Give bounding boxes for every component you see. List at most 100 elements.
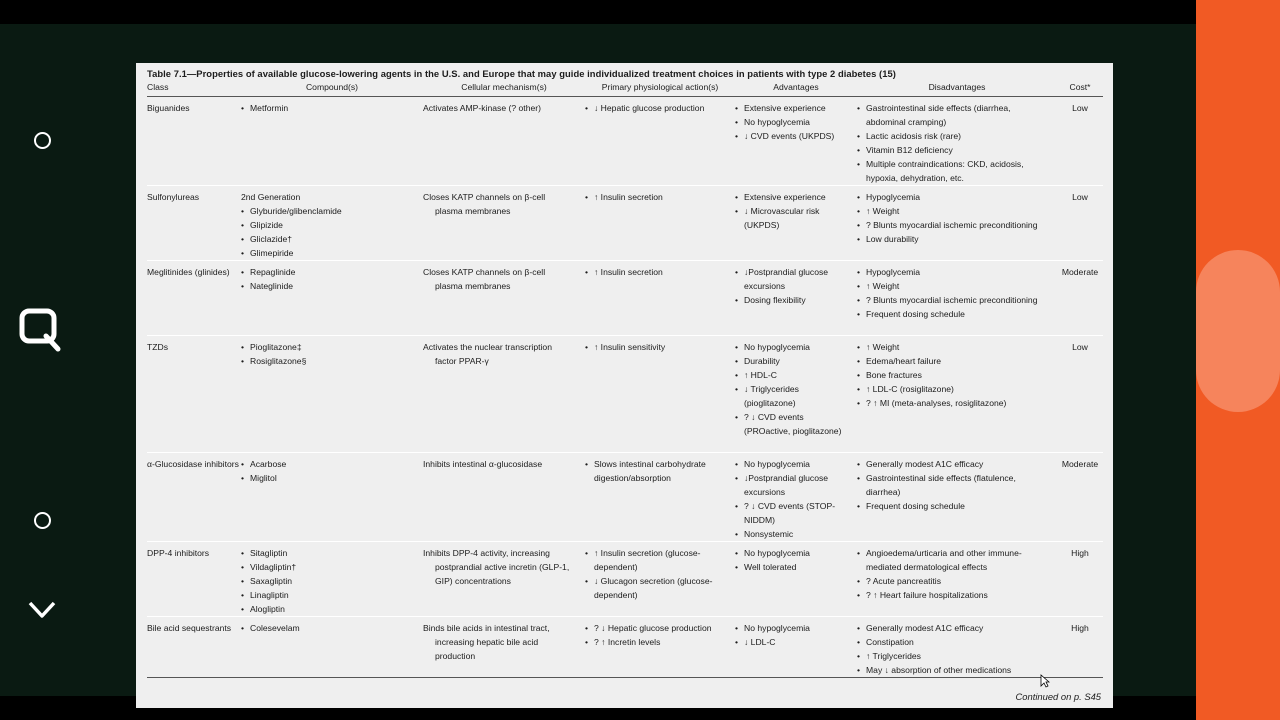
disadvantage-item: ? ↑ MI (meta-analyses, rosiglitazone) [857, 396, 1051, 410]
compound-item: Pioglitazone‡ [241, 340, 423, 354]
cost-value: Low [1057, 96, 1103, 186]
table-row: DPP-4 inhibitorsSitagliptinVildagliptin†… [147, 541, 1103, 617]
compound-item: Acarbose [241, 457, 423, 471]
compound-item: Saxagliptin [241, 574, 423, 588]
cost-value: High [1057, 541, 1103, 617]
top-circle-button[interactable] [0, 127, 84, 153]
mechanism-text: Binds bile acids in intestinal tract, in… [423, 622, 550, 661]
drug-properties-table: Class Compound(s) Cellular mechanism(s) … [147, 81, 1103, 678]
mechanism-text: Activates the nuclear transcription fact… [423, 341, 552, 366]
magnifier-icon [19, 308, 61, 352]
disadvantage-item: Frequent dosing schedule [857, 499, 1051, 513]
disadvantage-item: ↑ LDL-C (rosiglitazone) [857, 382, 1051, 396]
compound-item: Nateglinide [241, 279, 423, 293]
advantage-item: No hypoglycemia [735, 546, 849, 560]
compound-item: Alogliptin [241, 602, 423, 616]
action-item: ↑ Insulin secretion (glucose-dependent) [585, 546, 735, 574]
disadvantage-item: Generally modest A1C efficacy [857, 457, 1051, 471]
disadvantage-item: Low durability [857, 232, 1051, 246]
cost-value: Moderate [1057, 260, 1103, 336]
advantage-item: No hypoglycemia [735, 621, 849, 635]
disadvantage-item: ? Blunts myocardial ischemic preconditio… [857, 293, 1051, 307]
header-action: Primary physiological action(s) [585, 81, 735, 97]
disadvantage-item: Lactic acidosis risk (rare) [857, 129, 1051, 143]
advantage-item: ↑ HDL-C [735, 368, 849, 382]
drug-class: DPP-4 inhibitors [147, 547, 210, 558]
magnify-button[interactable] [0, 305, 84, 353]
disadvantage-item: Edema/heart failure [857, 354, 1051, 368]
advantage-item: Durability [735, 354, 849, 368]
video-viewer: Table 7.1—Properties of available glucos… [0, 0, 1196, 720]
advantage-item: No hypoglycemia [735, 115, 849, 129]
table-header-row: Class Compound(s) Cellular mechanism(s) … [147, 81, 1103, 97]
table-row: TZDsPioglitazone‡Rosiglitazone§Activates… [147, 335, 1103, 453]
disadvantage-item: Frequent dosing schedule [857, 307, 1051, 321]
advantage-item: Nonsystemic [735, 527, 849, 541]
action-item: ↑ Insulin sensitivity [585, 340, 735, 354]
action-item: ? ↓ Hepatic glucose production [585, 621, 735, 635]
compound-item: Repaglinide [241, 265, 423, 279]
advantage-item: Extensive experience [735, 190, 849, 204]
disadvantage-item: Angioedema/urticaria and other immune-me… [857, 546, 1051, 574]
bottom-circle-button[interactable] [0, 507, 84, 533]
action-item: ↑ Insulin secretion [585, 265, 735, 279]
header-disadvantages: Disadvantages [857, 81, 1057, 97]
disadvantage-item: May ↓ absorption of other medications [857, 663, 1051, 677]
table-row: α-Glucosidase inhibitorsAcarboseMiglitol… [147, 452, 1103, 542]
advantage-item: ↓ LDL-C [735, 635, 849, 649]
header-advantages: Advantages [735, 81, 857, 97]
mechanism-text: Inhibits DPP-4 activity, increasing post… [423, 547, 570, 586]
disadvantage-item: ↑ Weight [857, 204, 1051, 218]
disadvantage-item: Gastrointestinal side effects (flatulenc… [857, 471, 1051, 499]
advantage-item: Well tolerated [735, 560, 849, 574]
advantage-item: Extensive experience [735, 101, 849, 115]
drug-class: Biguanides [147, 102, 190, 113]
drug-class: Bile acid sequestrants [147, 622, 232, 633]
compound-item: Metformin [241, 101, 423, 115]
header-compound: Compound(s) [241, 81, 423, 97]
video-frame: Table 7.1—Properties of available glucos… [0, 24, 1196, 708]
advantage-item: ↓ Microvascular risk (UKPDS) [735, 204, 849, 232]
disadvantage-item: Constipation [857, 635, 1051, 649]
action-item: ? ↑ Incretin levels [585, 635, 735, 649]
collapse-button[interactable] [0, 596, 84, 624]
continued-note: Continued on p. S45 [1015, 691, 1101, 702]
action-item: Slows intestinal carbohydrate digestion/… [585, 457, 735, 485]
disadvantage-item: ? Blunts myocardial ischemic preconditio… [857, 218, 1051, 232]
disadvantage-item: ↑ Weight [857, 279, 1051, 293]
drug-class: α-Glucosidase inhibitors [147, 458, 239, 469]
compound-group: 2nd Generation [241, 191, 301, 202]
advantage-item: ? ↓ CVD events (STOP-NIDDM) [735, 499, 849, 527]
mechanism-text: Activates AMP-kinase (? other) [423, 102, 541, 113]
compound-item: Miglitol [241, 471, 423, 485]
compound-item: Vildagliptin† [241, 560, 423, 574]
disadvantage-item: Gastrointestinal side effects (diarrhea,… [857, 101, 1051, 129]
header-cost: Cost* [1057, 81, 1103, 97]
cost-value: Low [1057, 185, 1103, 261]
compound-item: Colesevelam [241, 621, 423, 635]
advantage-item: ↓Postprandial glucose excursions [735, 265, 849, 293]
disadvantage-item: ↑ Weight [857, 340, 1051, 354]
disadvantage-item: Generally modest A1C efficacy [857, 621, 1051, 635]
drug-class: Sulfonylureas [147, 191, 200, 202]
drug-class: Meglitinides (glinides) [147, 266, 230, 277]
disadvantage-item: ? ↑ Heart failure hospitalizations [857, 588, 1051, 602]
action-item: ↓ Hepatic glucose production [585, 101, 735, 115]
disadvantage-item: Bone fractures [857, 368, 1051, 382]
table-title: Table 7.1—Properties of available glucos… [147, 68, 896, 79]
header-mechanism: Cellular mechanism(s) [423, 81, 585, 97]
advantage-item: Dosing flexibility [735, 293, 849, 307]
action-item: ↓ Glucagon secretion (glucose-dependent) [585, 574, 735, 602]
advantage-item: ↓ Triglycerides (pioglitazone) [735, 382, 849, 410]
magnify-button-highlight [1196, 250, 1280, 412]
circle-icon [33, 131, 51, 149]
disadvantage-item: Hypoglycemia [857, 190, 1051, 204]
compound-item: Glimepiride [241, 246, 423, 260]
disadvantage-item: Vitamin B12 deficiency [857, 143, 1051, 157]
disadvantage-item: ? Acute pancreatitis [857, 574, 1051, 588]
cost-value: Low [1057, 335, 1103, 453]
mechanism-text: Closes KATP channels on β-cell plasma me… [423, 191, 546, 216]
mechanism-text: Inhibits intestinal α-glucosidase [423, 458, 543, 469]
action-item: ↑ Insulin secretion [585, 190, 735, 204]
